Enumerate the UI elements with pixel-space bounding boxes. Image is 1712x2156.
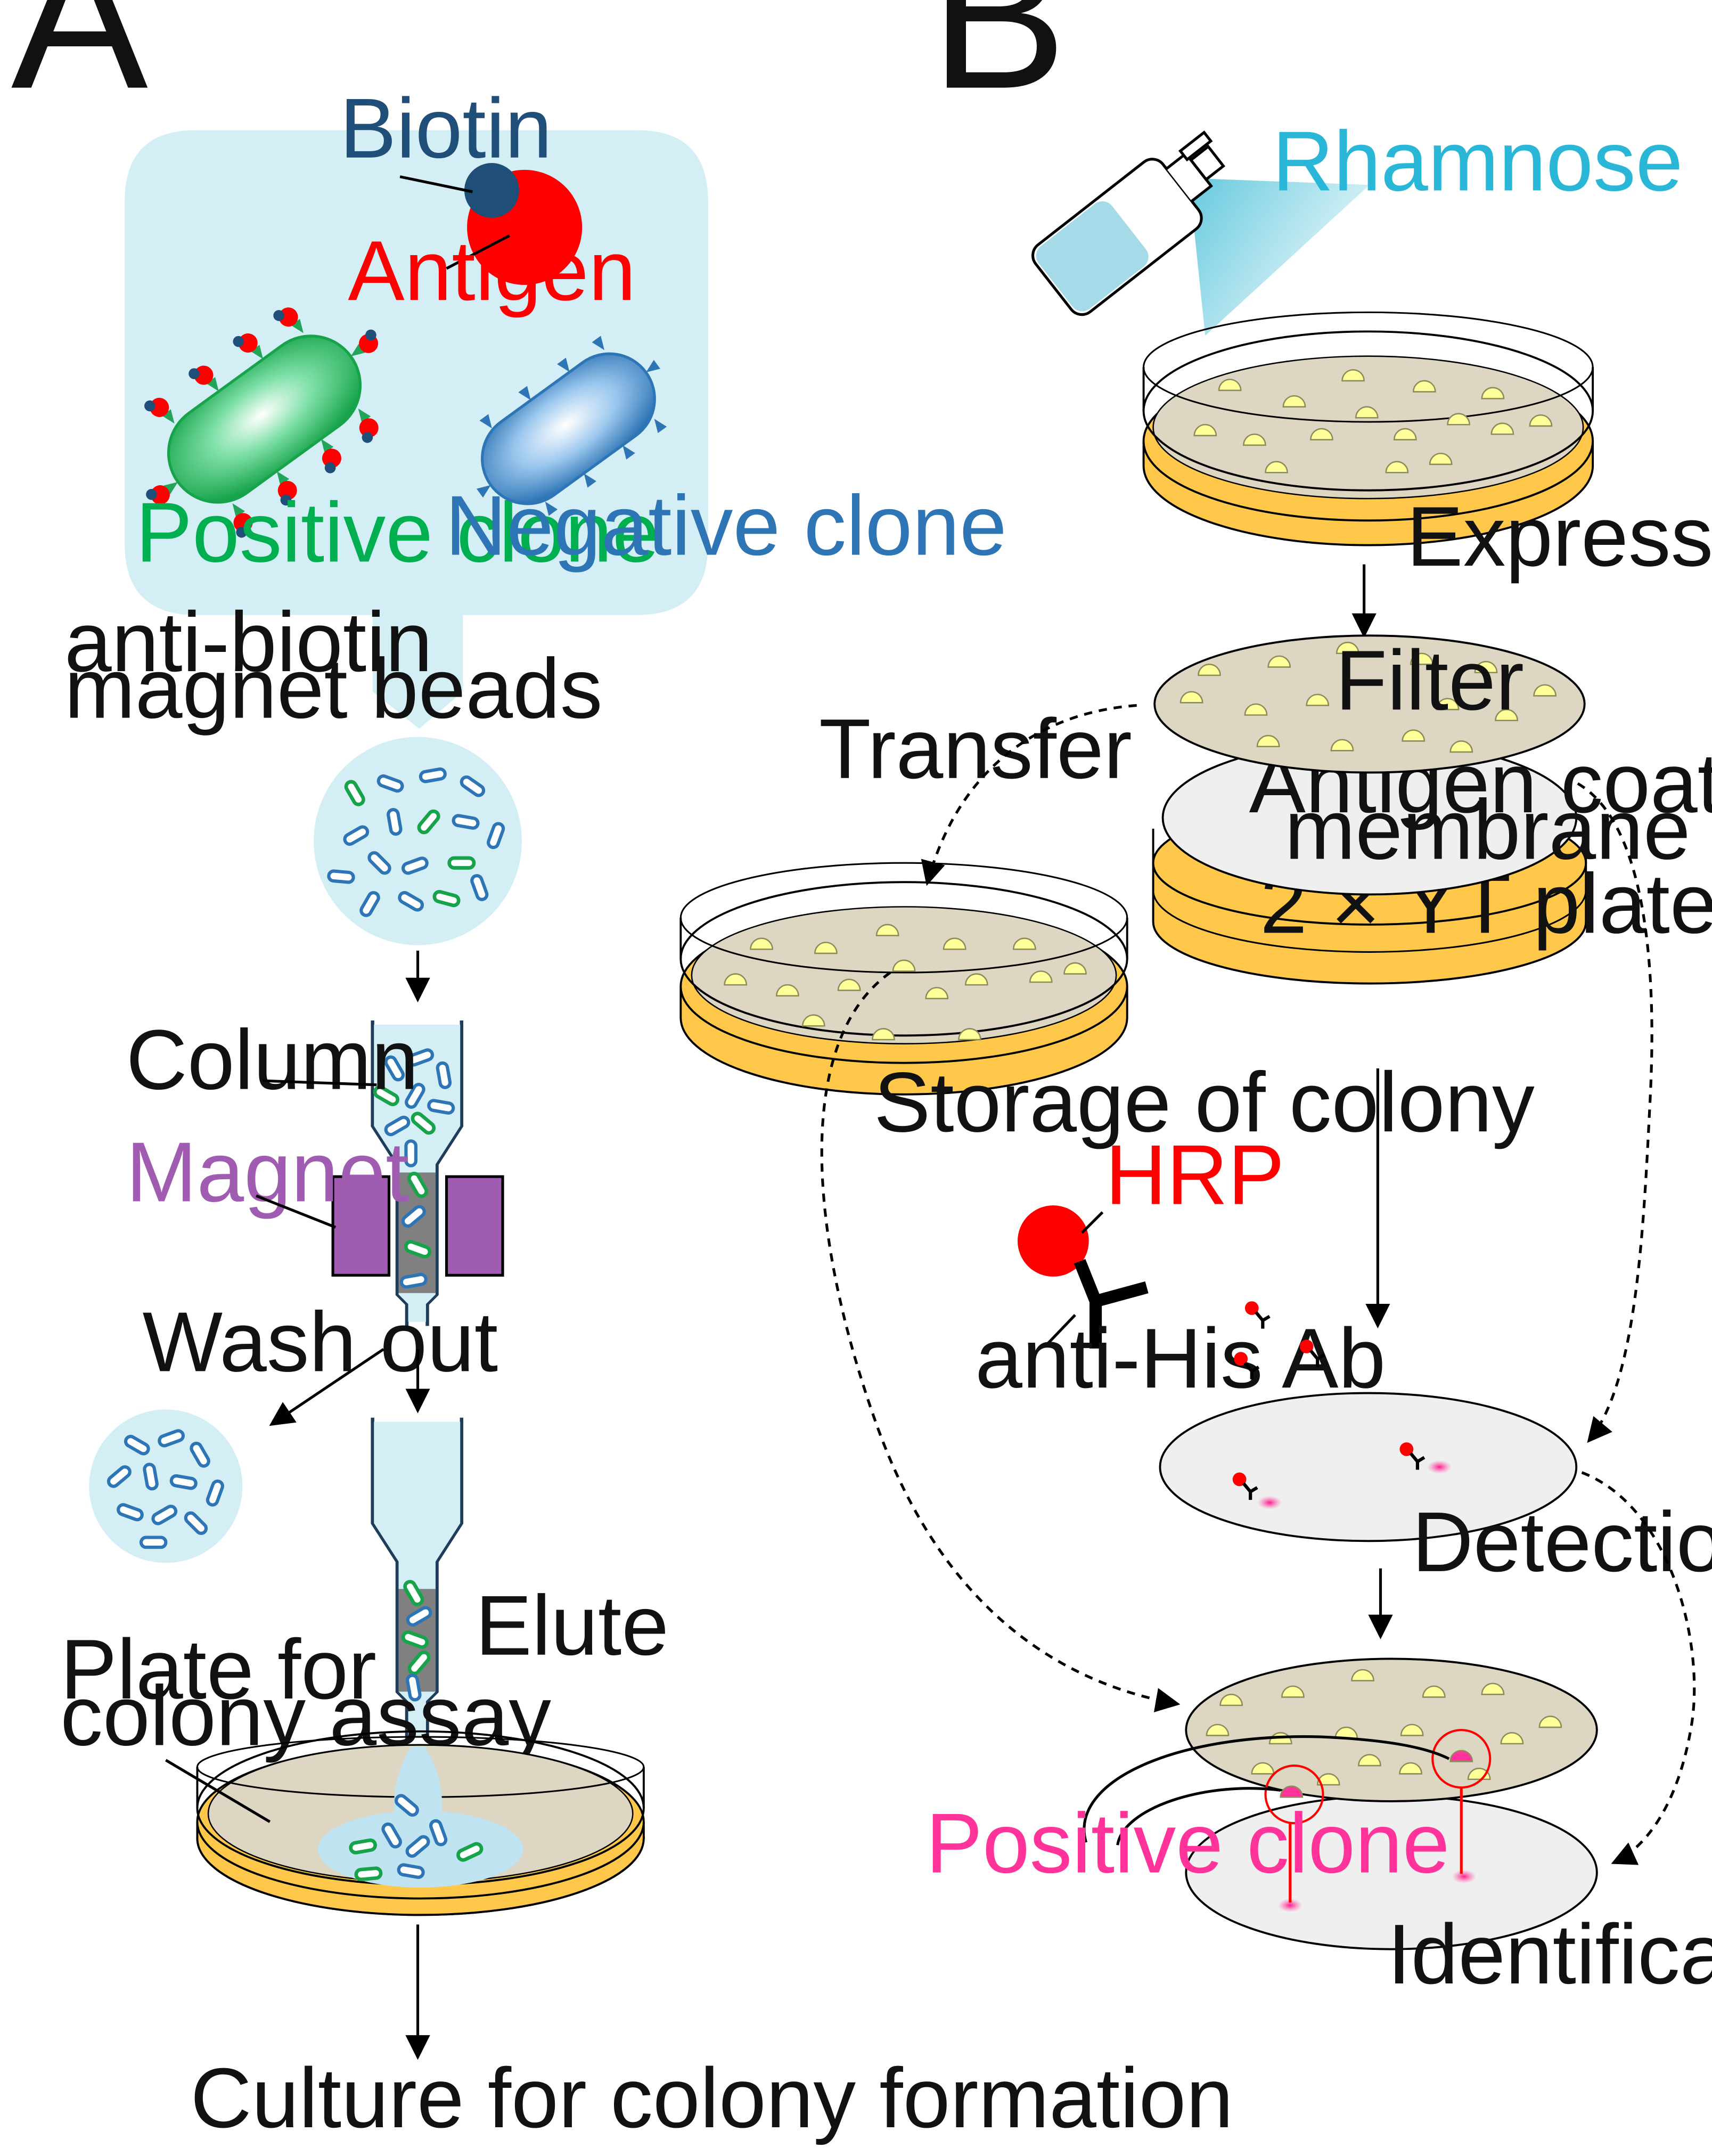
anti-his-label: anti-His Ab <box>975 1311 1386 1406</box>
spray-bottle-icon <box>1031 130 1370 336</box>
magnet-label: Magnet <box>126 1124 409 1219</box>
panel-b-letter: B <box>930 0 1067 132</box>
arrow-membrane-to-detection <box>1577 782 1653 1443</box>
arrow-transfer <box>921 704 1137 886</box>
filter-label: Filter <box>1336 633 1524 728</box>
positive-clone-label-a: Positive clone <box>136 485 660 579</box>
elute-label: Elute <box>476 1578 669 1673</box>
positive-clone-label-b: Positive clone <box>926 1796 1450 1891</box>
transfer-label: Transfer <box>819 701 1132 796</box>
hrp-label: HRP <box>1105 1128 1285 1222</box>
magnet-right-icon <box>445 1175 504 1277</box>
petri-dish-expression-icon <box>1142 311 1594 546</box>
column-label: Column <box>126 1012 419 1107</box>
negative-clone-label-a: Negative clone <box>445 478 1007 573</box>
washed-cells-icon <box>89 1409 243 1563</box>
filter-icon <box>1153 634 1586 774</box>
biotin-label: Biotin <box>340 81 552 176</box>
wash-out-label: Wash out <box>143 1294 498 1389</box>
mixed-cells-icon <box>314 737 522 945</box>
petri-dish-a-icon <box>196 1730 645 1916</box>
callout-box <box>125 130 708 729</box>
detection-label: Detection <box>1412 1494 1712 1589</box>
positive-clone-leader-1 <box>1083 1735 1450 1843</box>
beads-label-line2: magnet beads <box>64 641 603 736</box>
identification-filter-icon <box>1185 1657 1598 1825</box>
positive-bacterium-icon <box>144 307 379 538</box>
antigen-biotin-icon <box>399 163 583 285</box>
culture-label: Culture for colony formation <box>191 2051 1233 2145</box>
storage-plate-icon <box>679 862 1128 1096</box>
magnet-leader <box>256 1194 337 1229</box>
negative-bacterium-icon <box>476 336 667 516</box>
beads-label-line1: anti-biotin <box>64 594 432 689</box>
identification-label: Identification <box>1387 1907 1712 2002</box>
arrow-wash-out <box>269 1348 384 1426</box>
column-leader <box>263 1079 377 1087</box>
antigen-label: Antigen <box>348 223 636 318</box>
positive-spot-icon <box>1277 1898 1303 1913</box>
positive-clone-leader-2 <box>1116 1787 1281 1845</box>
expression-label: Expression <box>1406 489 1712 584</box>
rhamnose-label: Rhamnose <box>1272 113 1683 208</box>
elution-column-icon <box>371 1417 464 1740</box>
detection-membrane-icon <box>1159 1392 1578 1542</box>
column-icon <box>371 1020 464 1326</box>
arrow-detection-to-membrane <box>1581 1471 1696 1865</box>
panel-a: A Biotin Antigen <box>11 0 1233 2145</box>
magnet-left-icon <box>331 1175 391 1277</box>
positive-spot-icon <box>1452 1869 1477 1884</box>
panel-a-letter: A <box>11 0 149 132</box>
plate-label-line1: Plate for <box>60 1622 376 1717</box>
panel-b: B Rhamnose <box>679 0 1712 2002</box>
membrane-label-line2: membrane <box>1284 782 1690 877</box>
storage-label: Storage of colony <box>874 1055 1535 1149</box>
hrp-antibody-icon <box>1017 1205 1149 1349</box>
plate-leader <box>165 1759 271 1823</box>
